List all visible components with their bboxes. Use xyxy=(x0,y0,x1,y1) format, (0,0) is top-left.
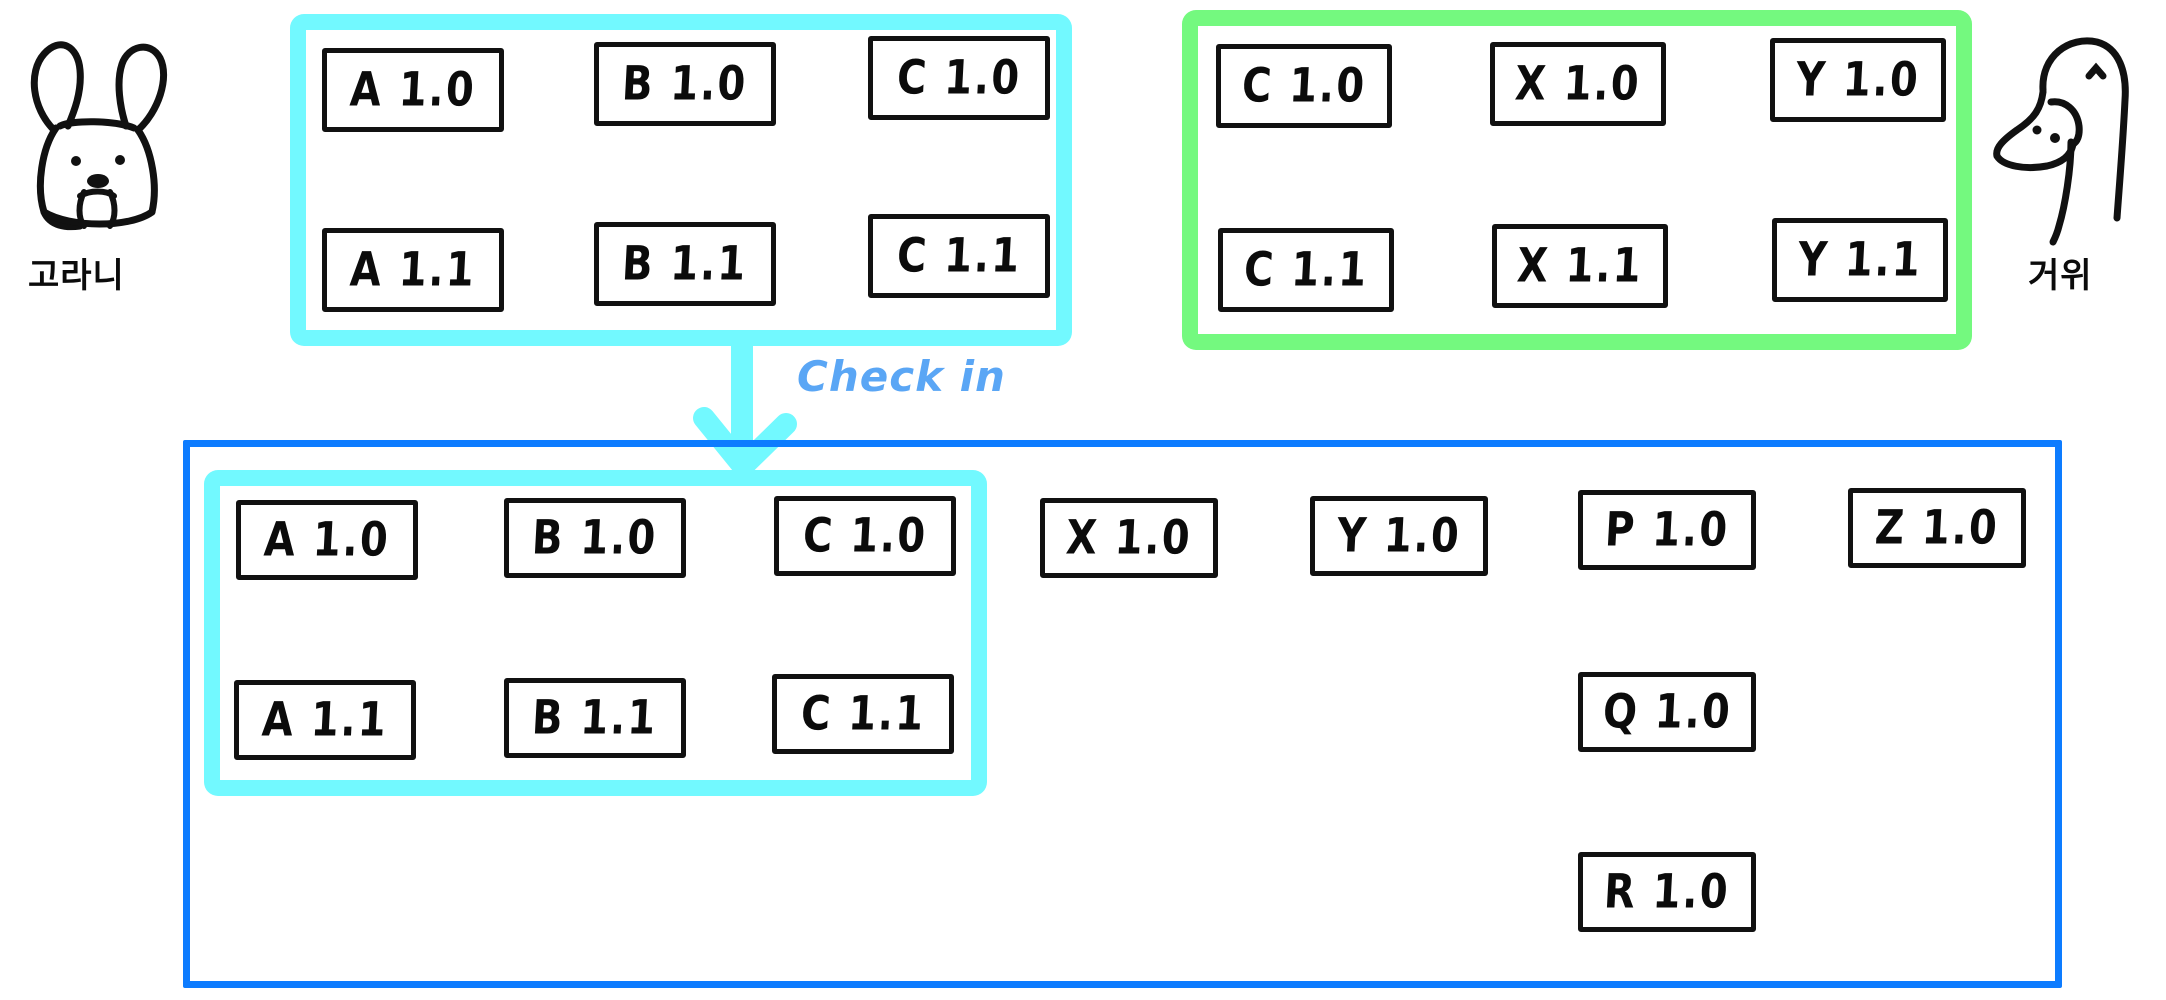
artifact-label: C 1.1 xyxy=(895,228,1023,284)
artifact-label: R 1.0 xyxy=(1602,864,1732,920)
artifact-box[interactable]: P 1.0 xyxy=(1578,490,1756,570)
artifact-box[interactable]: C 1.0 xyxy=(774,496,956,576)
artifact-label: Y 1.0 xyxy=(1335,508,1463,564)
mascot-right-label: 거위 xyxy=(2028,256,2093,296)
artifact-label: X 1.1 xyxy=(1515,238,1645,294)
artifact-box[interactable]: Y 1.0 xyxy=(1310,496,1488,576)
check-in-arrow-shaft xyxy=(731,330,753,466)
artifact-label: C 1.1 xyxy=(799,686,927,742)
check-in-arrow-head xyxy=(690,404,800,484)
artifact-box[interactable]: X 1.0 xyxy=(1490,42,1666,126)
artifact-label: Q 1.0 xyxy=(1601,684,1733,740)
artifact-box[interactable]: A 1.0 xyxy=(322,48,504,132)
artifact-label: B 1.1 xyxy=(620,236,750,292)
artifact-label: C 1.0 xyxy=(895,50,1023,106)
artifact-label: B 1.1 xyxy=(530,690,660,746)
artifact-box[interactable]: X 1.0 xyxy=(1040,498,1218,578)
group-local-left-cyan[interactable] xyxy=(290,14,1072,346)
artifact-label: A 1.1 xyxy=(260,692,390,748)
artifact-box[interactable]: Y 1.0 xyxy=(1770,38,1946,122)
artifact-box[interactable]: A 1.0 xyxy=(236,500,418,580)
group-local-right-green[interactable] xyxy=(1182,10,1972,350)
artifact-box[interactable]: A 1.1 xyxy=(234,680,416,760)
artifact-box[interactable]: Z 1.0 xyxy=(1848,488,2026,568)
artifact-box[interactable]: Q 1.0 xyxy=(1578,672,1756,752)
artifact-label: C 1.0 xyxy=(1240,58,1368,114)
artifact-label: Y 1.0 xyxy=(1794,52,1922,108)
artifact-box[interactable]: C 1.0 xyxy=(1216,44,1392,128)
artifact-box[interactable]: B 1.0 xyxy=(594,42,776,126)
mascot-right-goose xyxy=(1985,20,2155,250)
artifact-label: X 1.0 xyxy=(1513,56,1643,112)
artifact-label: Z 1.0 xyxy=(1873,500,2001,556)
artifact-label: C 1.1 xyxy=(1242,242,1370,298)
mascot-left-deer xyxy=(10,20,210,240)
artifact-box[interactable]: X 1.1 xyxy=(1492,224,1668,308)
mascot-left-label: 고라니 xyxy=(28,256,125,296)
artifact-label: X 1.0 xyxy=(1064,510,1194,566)
artifact-label: B 1.0 xyxy=(620,56,750,112)
artifact-box[interactable]: B 1.0 xyxy=(504,498,686,578)
artifact-box[interactable]: C 1.1 xyxy=(868,214,1050,298)
artifact-box[interactable]: B 1.1 xyxy=(594,222,776,306)
artifact-label: Y 1.1 xyxy=(1796,232,1924,288)
artifact-label: C 1.0 xyxy=(801,508,929,564)
artifact-label: P 1.0 xyxy=(1603,502,1731,558)
artifact-box[interactable]: Y 1.1 xyxy=(1772,218,1948,302)
artifact-box[interactable]: B 1.1 xyxy=(504,678,686,758)
artifact-label: B 1.0 xyxy=(530,510,660,566)
artifact-label: A 1.1 xyxy=(348,242,478,298)
group-checked-in-cyan[interactable] xyxy=(204,470,987,796)
artifact-box[interactable]: C 1.1 xyxy=(1218,228,1394,312)
artifact-label: A 1.0 xyxy=(262,512,392,568)
artifact-box[interactable]: R 1.0 xyxy=(1578,852,1756,932)
group-shared-repository[interactable] xyxy=(183,440,2062,988)
artifact-box[interactable]: C 1.0 xyxy=(868,36,1050,120)
check-in-label: Check in xyxy=(797,352,1006,401)
artifact-box[interactable]: C 1.1 xyxy=(772,674,954,754)
artifact-label: A 1.0 xyxy=(348,62,478,118)
artifact-box[interactable]: A 1.1 xyxy=(322,228,504,312)
